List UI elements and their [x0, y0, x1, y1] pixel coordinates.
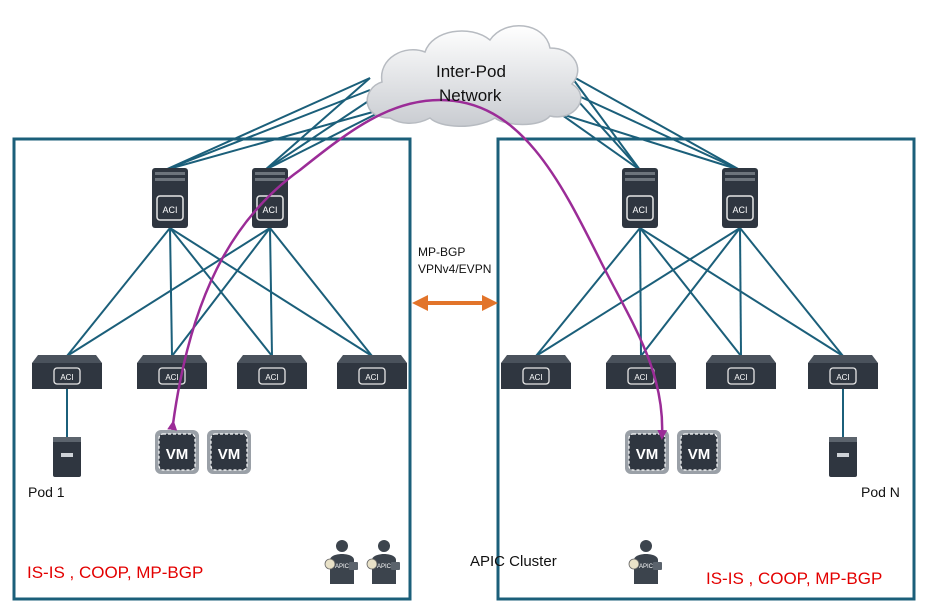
ipn-links	[164, 74, 741, 171]
pod-n-label: Pod N	[861, 484, 900, 500]
svg-text:APIC: APIC	[335, 564, 350, 570]
pod-n-protocols: IS-IS , COOP, MP-BGP	[706, 569, 883, 588]
pod-1-label: Pod 1	[28, 484, 65, 500]
vm-icon: VM	[155, 430, 199, 474]
leaf-switch-icon: ACI	[337, 355, 407, 389]
svg-text:VM: VM	[688, 446, 711, 463]
leaf-switch-icon: ACI	[32, 355, 102, 389]
spine-switch-icon: ACI	[722, 168, 758, 228]
vm-icon: VM	[207, 430, 251, 474]
apic-cluster-label: APIC Cluster	[470, 553, 557, 570]
svg-text:ACI: ACI	[60, 373, 73, 382]
apic-node-icon: APIC	[366, 540, 400, 584]
apic-node-icon: APIC	[324, 540, 358, 584]
vm-icon: VM	[625, 430, 669, 474]
svg-text:VM: VM	[218, 446, 241, 463]
double-arrow-icon	[412, 295, 498, 311]
interconnect-label-line2: VPNv4/EVPN	[418, 262, 492, 276]
svg-text:ACI: ACI	[162, 205, 177, 215]
svg-text:APIC: APIC	[639, 564, 654, 570]
leaf-switch-icon: ACI	[137, 355, 207, 389]
spine-switch-icon: ACI	[152, 168, 188, 228]
apic-node-icon: APIC	[628, 540, 662, 584]
svg-text:ACI: ACI	[165, 373, 178, 382]
vm-icon: VM	[677, 430, 721, 474]
pod-1-protocols: IS-IS , COOP, MP-BGP	[27, 563, 204, 582]
interconnect-label-line1: MP-BGP	[418, 245, 466, 259]
svg-text:ACI: ACI	[262, 205, 277, 215]
leaf-switch-icon: ACI	[808, 355, 878, 389]
svg-text:VM: VM	[166, 446, 189, 463]
svg-text:ACI: ACI	[632, 205, 647, 215]
leaf-switch-icon: ACI	[237, 355, 307, 389]
spine-switch-icon: ACI	[622, 168, 658, 228]
svg-text:APIC: APIC	[377, 564, 392, 570]
svg-text:ACI: ACI	[265, 373, 278, 382]
traffic-path	[167, 98, 668, 440]
pod-n-boundary	[496, 137, 916, 601]
svg-text:VM: VM	[636, 446, 659, 463]
server-icon	[829, 437, 857, 477]
pod-1-fabric-links	[66, 227, 373, 438]
svg-text:ACI: ACI	[836, 373, 849, 382]
svg-text:ACI: ACI	[529, 373, 542, 382]
svg-text:ACI: ACI	[365, 373, 378, 382]
svg-text:ACI: ACI	[634, 373, 647, 382]
cloud-label-line1: Inter-Pod	[436, 62, 506, 81]
svg-text:ACI: ACI	[734, 373, 747, 382]
leaf-switch-icon: ACI	[706, 355, 776, 389]
pod-1-boundary	[12, 137, 412, 601]
server-icon	[53, 437, 81, 477]
cloud-label-line2: Network	[439, 86, 502, 105]
leaf-switch-icon: ACI	[606, 355, 676, 389]
svg-text:ACI: ACI	[732, 205, 747, 215]
leaf-switch-icon: ACI	[501, 355, 571, 389]
spine-switch-icon: ACI	[252, 168, 288, 228]
pod-n-fabric-links	[535, 227, 844, 438]
